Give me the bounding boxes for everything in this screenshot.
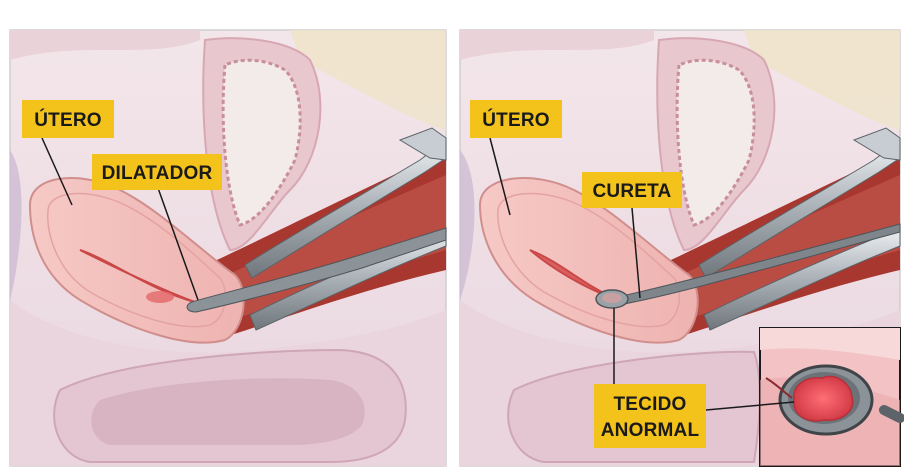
label-curette-text: CURETA [593,181,672,202]
cervix-opening [146,291,174,303]
label-dilator-text: DILATADOR [102,163,213,184]
panel-dilator: ÚTERO DILATADOR [0,0,450,468]
label-tissue-line1: TECIDO [614,394,687,415]
label-uterus-text: ÚTERO [34,109,102,131]
curette-tip-hollow [602,293,622,303]
label-curette: CURETA [582,172,682,208]
label-uterus: ÚTERO [22,100,114,138]
inset-magnified [760,328,900,466]
label-uterus-text: ÚTERO [482,109,550,131]
panel-curette: ÚTERO CURETA TECIDO ANORMAL [454,0,904,468]
label-dilator: DILATADOR [92,154,222,190]
label-tissue-line2: ANORMAL [601,420,700,441]
abnormal-tissue [794,376,853,420]
label-abnormal-tissue: TECIDO ANORMAL [594,384,706,448]
label-uterus: ÚTERO [470,100,562,138]
